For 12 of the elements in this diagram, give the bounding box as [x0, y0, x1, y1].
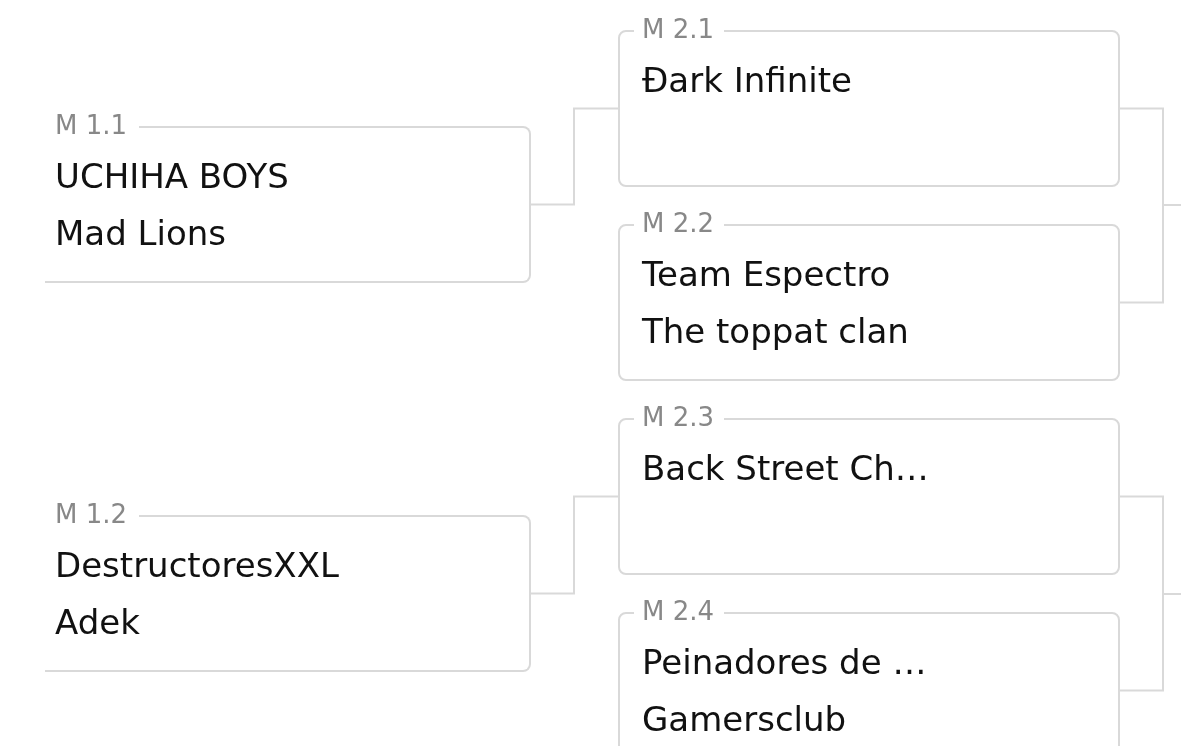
team-name: Gamersclub — [642, 699, 847, 739]
team-name: Đark Infinite — [642, 60, 852, 100]
team-name: Team Espectro — [642, 254, 891, 294]
team-name: DestructoresXXL — [55, 545, 339, 585]
team-name: UCHIHA BOYS — [55, 156, 289, 196]
bracket-connector — [530, 107, 619, 206]
bracket-connector — [530, 495, 619, 595]
team-name: Back Street Ch… — [642, 448, 929, 488]
team-name: Mad Lions — [55, 213, 226, 253]
team-name: The toppat clan — [642, 311, 909, 351]
team-name: Adek — [55, 602, 140, 642]
team-name: Peinadores de … — [642, 642, 927, 682]
